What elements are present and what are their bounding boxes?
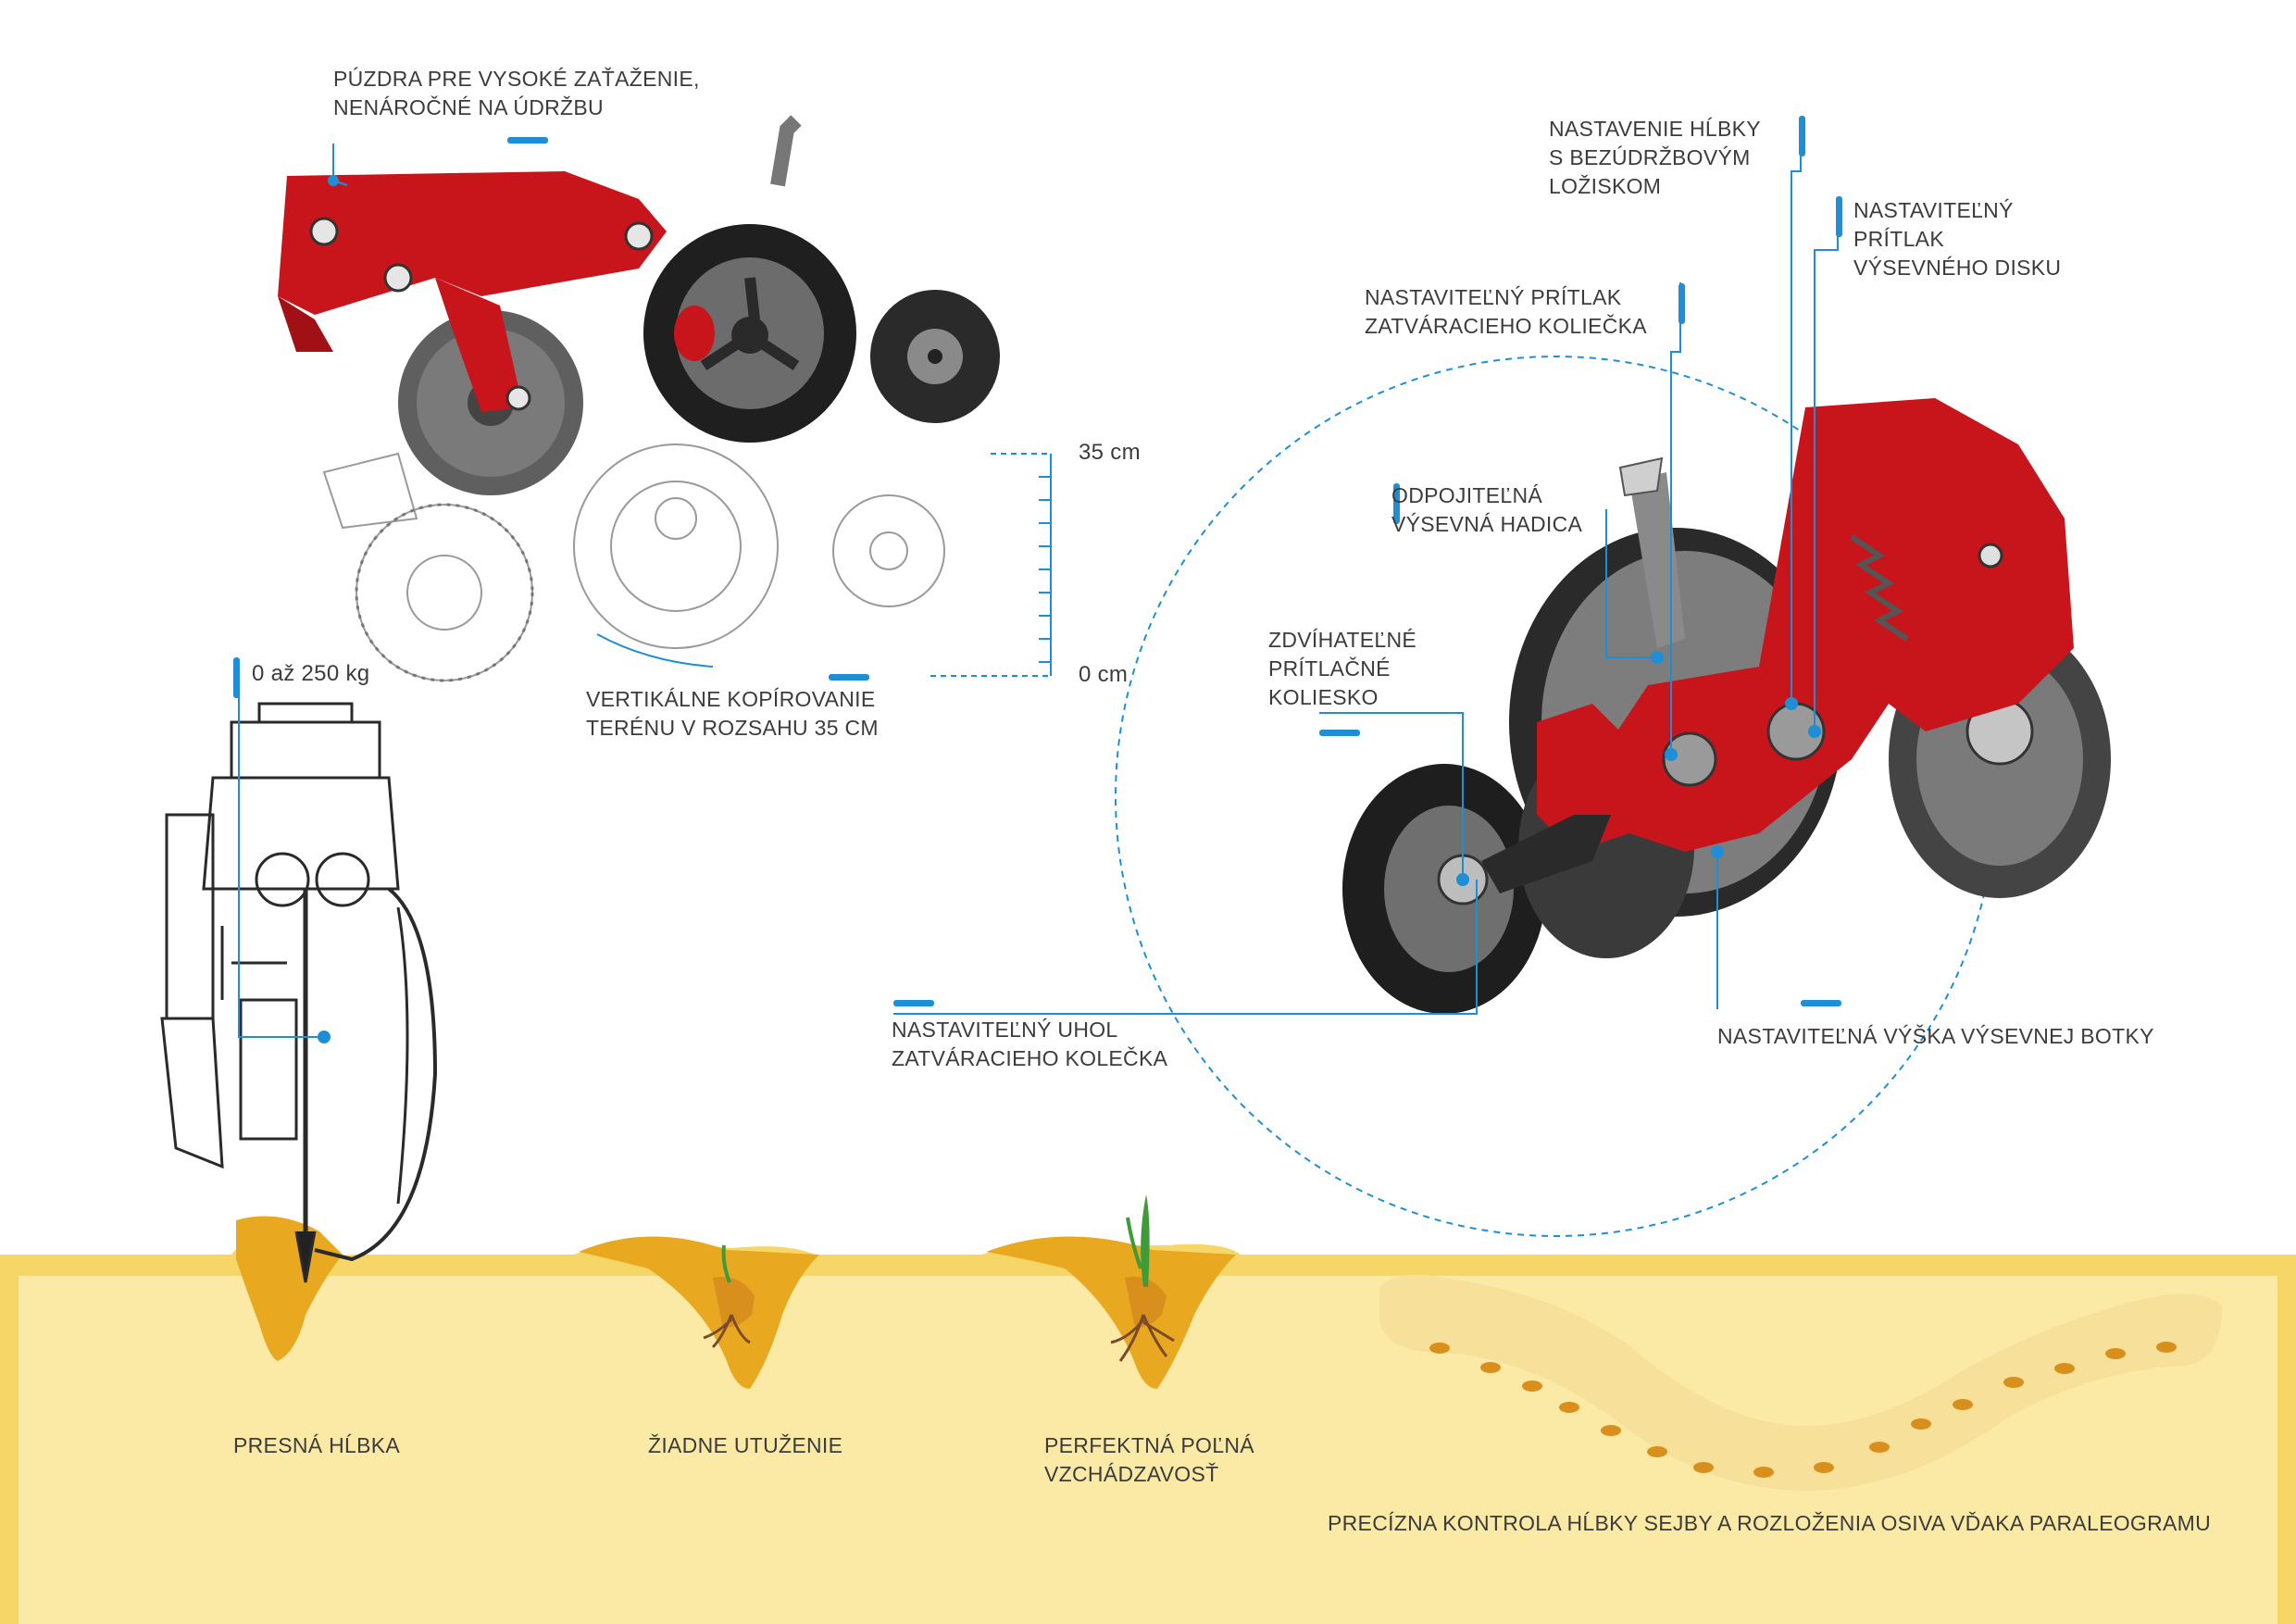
row-unit-side-view bbox=[160, 702, 438, 1283]
furrow-2 bbox=[579, 1236, 819, 1389]
label-force-range: 0 až 250 kg bbox=[252, 661, 370, 686]
row-unit-closing-disc-ghost bbox=[355, 503, 534, 682]
detail-red-body bbox=[1537, 398, 2074, 852]
row-unit-ghost-lowered bbox=[322, 443, 945, 681]
furrow-3 bbox=[986, 1236, 1236, 1389]
label-depth-control: PRECÍZNA KONTROLA HĹBKY SEJBY A ROZLOŽEN… bbox=[1328, 1511, 2212, 1535]
seedling-roots-3 bbox=[1110, 1314, 1175, 1362]
seedling-plant-3 bbox=[1126, 1194, 1150, 1287]
label-disc-pressure: NASTAVITEĽNÝ PRÍTLAK VÝSEVNÉHO DISKU bbox=[1853, 198, 2062, 280]
seed-distribution-wave bbox=[1379, 1274, 2222, 1491]
label-seed-hose: ODPOJITEĽNÁ VÝSEVNÁ HADICA bbox=[1391, 483, 1583, 536]
label-terrain-following: VERTIKÁLNE KOPÍROVANIE TERÉNU V ROZSAHU … bbox=[586, 687, 879, 740]
height-scale bbox=[596, 453, 1052, 677]
label-precise-depth: PRESNÁ HĹBKA bbox=[233, 1433, 400, 1457]
detail-press-arm bbox=[1481, 815, 1611, 893]
callout-markers bbox=[233, 116, 1842, 1043]
label-closing-angle: NASTAVITEĽNÝ UHOL ZATVÁRACIEHO KOLEČKA bbox=[892, 1018, 1168, 1070]
detail-spring bbox=[1850, 534, 1909, 642]
label-bushings: PÚZDRA PRE VYSOKÉ ZAŤAŽENIE, NENÁROČNÉ N… bbox=[333, 67, 700, 119]
row-unit-press-wheel bbox=[643, 224, 856, 443]
label-depth-setting: NASTAVENIE HĹBKY S BEZÚDRŽBOVÝM LOŽISKOM bbox=[1549, 117, 1761, 198]
label-emergence: PERFEKTNÁ POĽNÁ VZCHÁDZAVOSŤ bbox=[1044, 1433, 1254, 1486]
furrow-1 bbox=[236, 1216, 343, 1361]
label-press-wheel: ZDVÍHATEĽNÉ PRÍTLAČNÉ KOLIESKO bbox=[1268, 628, 1417, 709]
scale-label-top: 35 cm bbox=[1079, 440, 1141, 465]
label-closing-pressure: NASTAVITEĽNÝ PRÍTLAK ZATVÁRACIEHO KOLIEČ… bbox=[1365, 285, 1647, 338]
row-unit-gauge-wheel-small bbox=[870, 290, 1000, 423]
label-no-compaction: ŽIADNE UTUŽENIE bbox=[648, 1433, 843, 1457]
detail-press-wheel bbox=[1342, 764, 1546, 1014]
label-boot-height: NASTAVITEĽNÁ VÝŠKA VÝSEVNEJ BOTKY bbox=[1717, 1024, 2154, 1048]
seedling-roots-2 bbox=[703, 1314, 751, 1349]
soil-ground bbox=[0, 1222, 2296, 1624]
scale-label-bottom: 0 cm bbox=[1079, 662, 1129, 687]
seedling-sprout-2 bbox=[721, 1244, 731, 1283]
row-unit-red-frame bbox=[278, 115, 802, 412]
